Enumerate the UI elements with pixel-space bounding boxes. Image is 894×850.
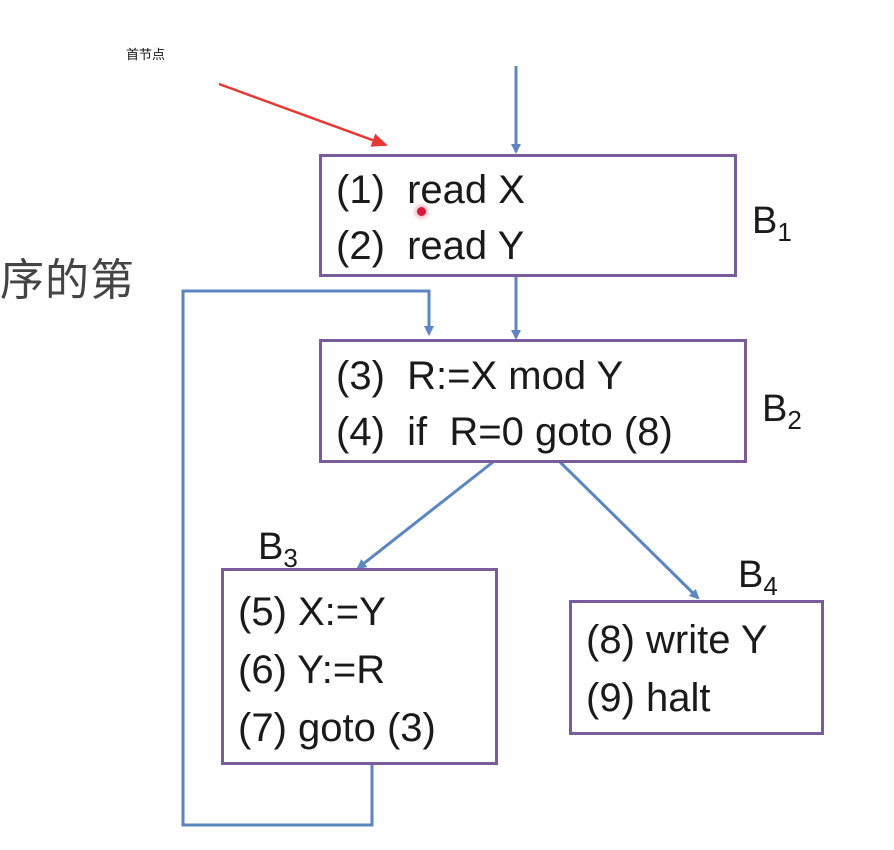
block-b2 <box>319 339 747 463</box>
edge-b3-loop-b2 <box>181 289 434 827</box>
annotation-label: 首节点 <box>126 47 166 62</box>
edge-b2-b4 <box>558 460 700 600</box>
b3-label: B3 <box>258 526 298 573</box>
b4-line-2: (9) halt <box>586 676 711 720</box>
block-b1 <box>319 154 737 277</box>
b4-label: B4 <box>738 554 778 601</box>
b1-line-2: (2) read Y <box>336 224 525 268</box>
block-b4 <box>569 600 824 735</box>
b2-label: B2 <box>762 388 802 435</box>
annotation-arrow <box>218 82 388 147</box>
b4-line-1: (8) write Y <box>586 618 768 662</box>
block-b3 <box>221 568 498 765</box>
b2-line-1: (3) R:=X mod Y <box>336 354 624 398</box>
b1-label: B1 <box>752 200 792 247</box>
b3-line-3: (7) goto (3) <box>238 706 436 750</box>
background-partial-text: 序的第 <box>0 256 135 305</box>
b3-line-2: (6) Y:=R <box>238 648 386 692</box>
b1-line-1: (1) read X <box>336 168 525 212</box>
edge-b2-b3 <box>356 460 494 570</box>
cursor-dot <box>417 207 426 216</box>
b3-line-1: (5) X:=Y <box>238 590 386 634</box>
b2-line-2: (4) if R=0 goto (8) <box>336 410 673 454</box>
